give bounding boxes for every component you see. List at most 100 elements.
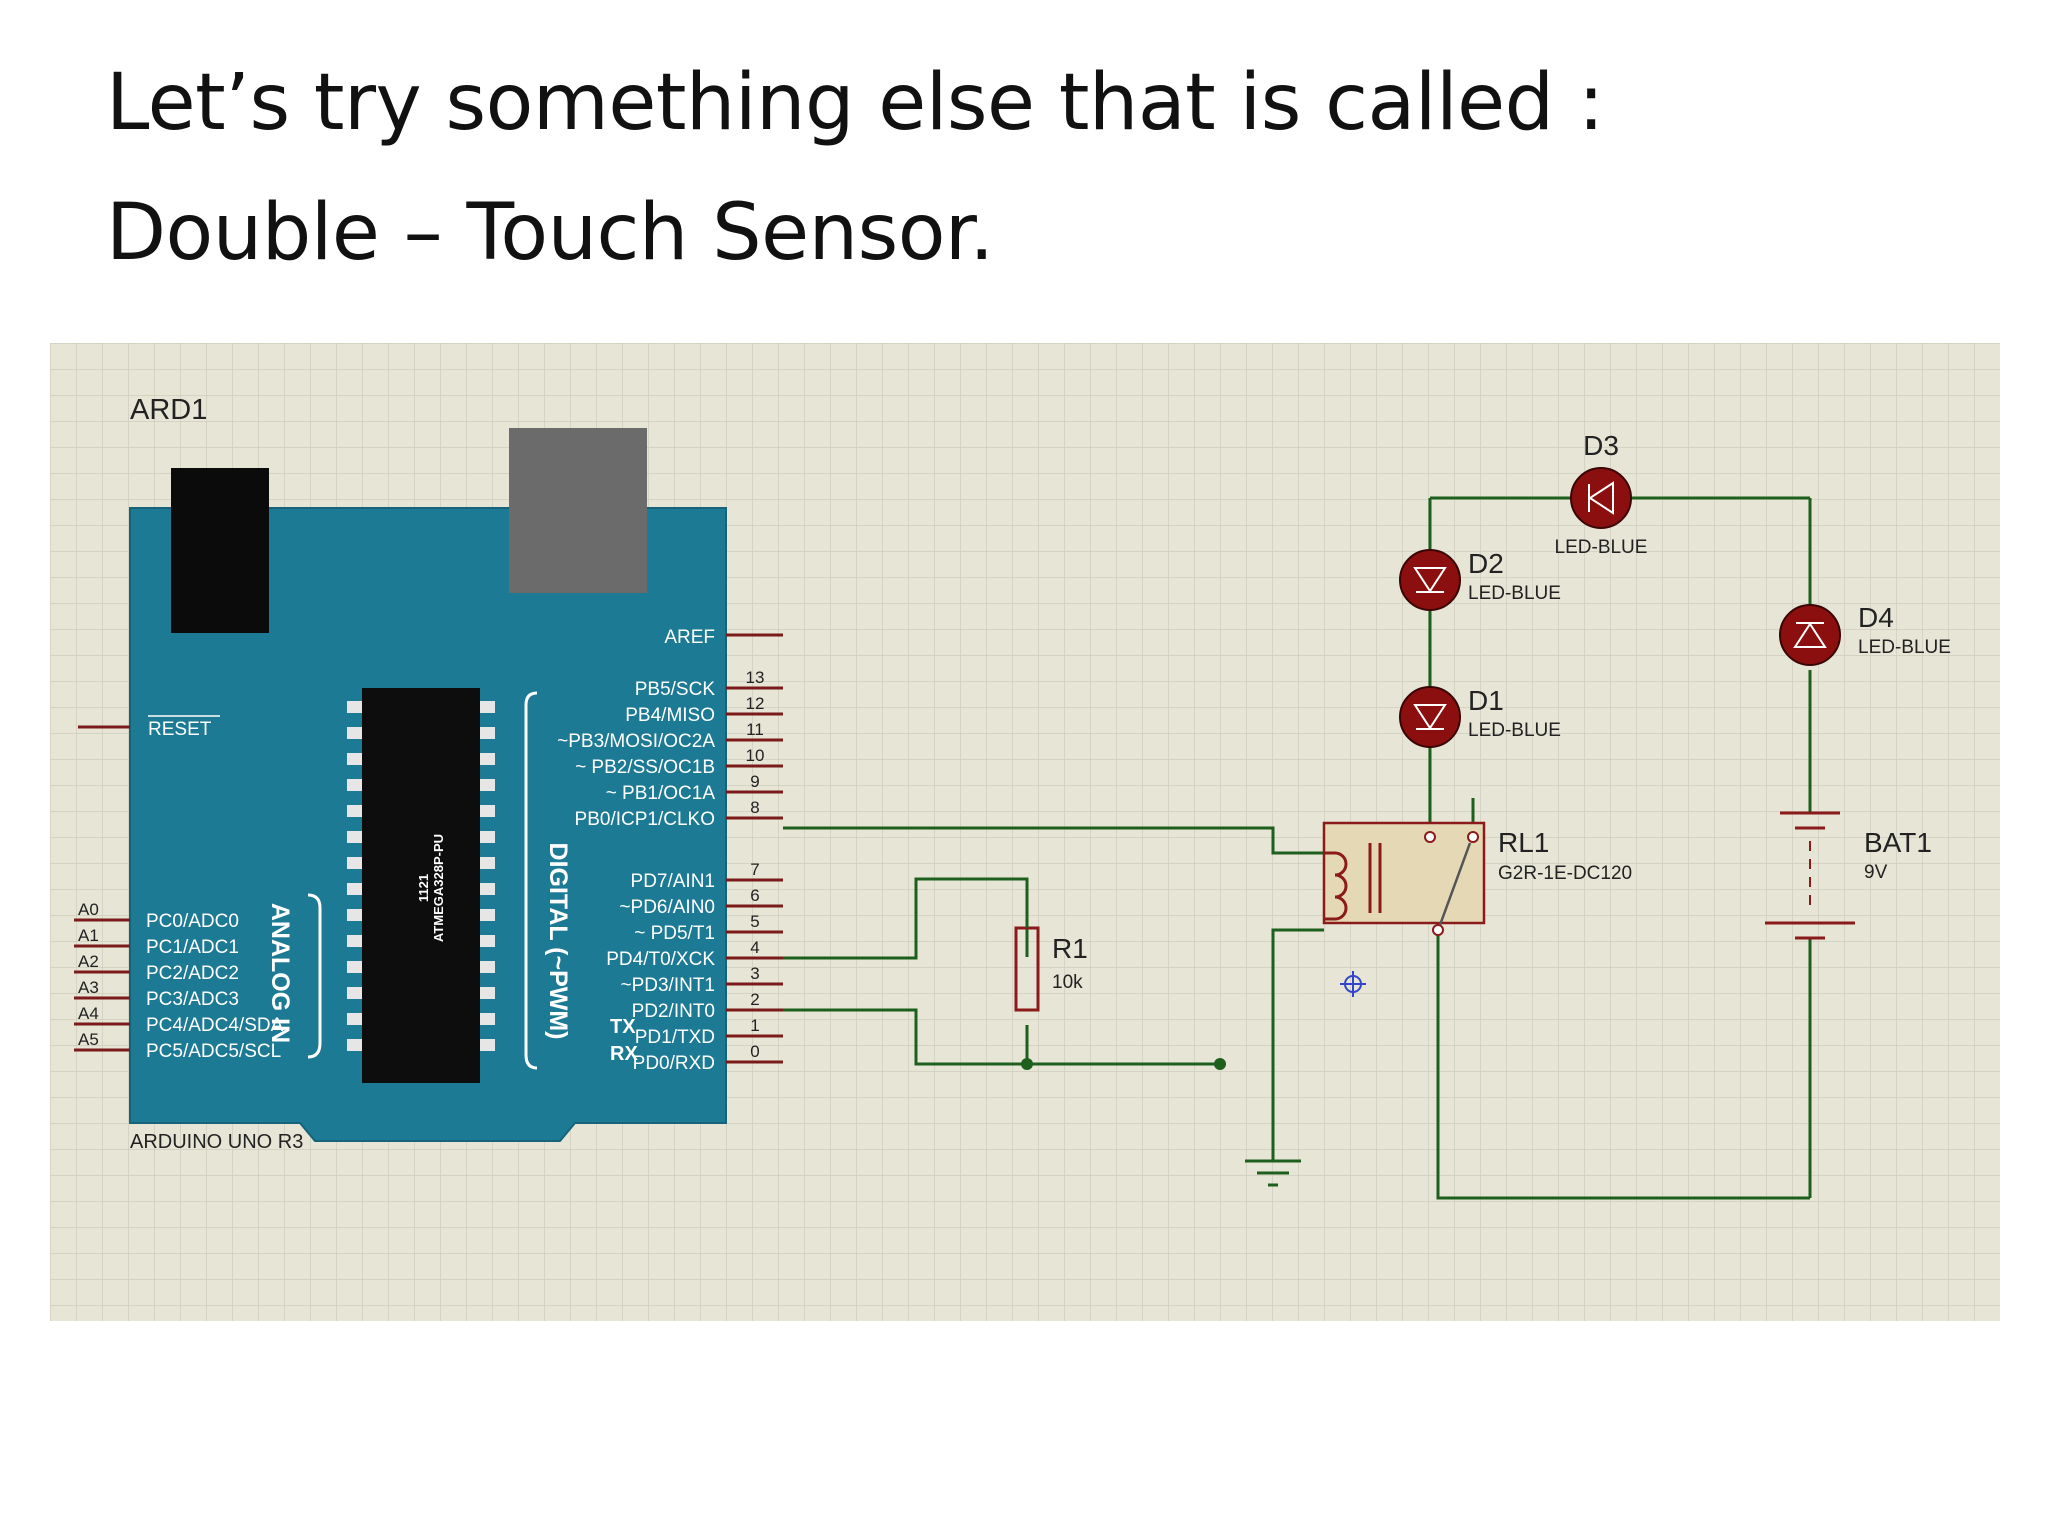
chip-label-2: ATMEGA328P-PU <box>431 834 446 942</box>
digital-pin-label: PD4/T0/XCK <box>606 949 715 970</box>
digital-pin-number: 1 <box>750 1016 759 1035</box>
digital-pin-label: ~PD3/INT1 <box>620 975 715 996</box>
digital-pin-number: 0 <box>750 1042 759 1061</box>
relay-nc-contact <box>1424 831 1436 843</box>
d4-body <box>1779 604 1841 666</box>
relay-value-label: G2R-1E-DC120 <box>1498 863 1632 884</box>
relay-com-contact <box>1432 924 1444 936</box>
d3-ref-label: D3 <box>1583 430 1619 461</box>
tx-label: TX <box>610 1016 636 1038</box>
analog-pin-number: A3 <box>78 978 99 997</box>
schematic-canvas: ARD1 1121 ATMEGA328P-PU ANALO <box>50 343 2000 1321</box>
d3-symbol <box>1588 481 1614 515</box>
d1-value-label: LED-BLUE <box>1468 720 1561 741</box>
digital-pin-number: 9 <box>750 772 759 791</box>
r1-value-label: 10k <box>1052 972 1083 993</box>
digital-pin-label: PB0/ICP1/CLKO <box>575 809 715 830</box>
chip-pins <box>347 701 495 1051</box>
d4-value-label: LED-BLUE <box>1858 637 1951 658</box>
analog-pin-number: A2 <box>78 952 99 971</box>
analog-pins: PC0/ADC0A0PC1/ADC1A1PC2/ADC2A2PC3/ADC3A3… <box>74 900 284 1062</box>
relay-coil <box>1334 851 1348 921</box>
analog-pin-number: A4 <box>78 1004 99 1023</box>
d4-ref-label: D4 <box>1858 602 1894 633</box>
analog-pin-label: PC3/ADC3 <box>146 989 239 1010</box>
atmega-chip <box>362 688 480 1083</box>
digital-pin-number: 6 <box>750 886 759 905</box>
junction-end <box>1214 1058 1226 1070</box>
d2-value-label: LED-BLUE <box>1468 583 1561 604</box>
digital-pin-label: ~PD6/AIN0 <box>619 897 715 918</box>
d2-body <box>1399 549 1461 611</box>
digital-pin-number: 11 <box>746 720 764 739</box>
resistor-r1[interactable]: R1 10k <box>1014 879 1088 1012</box>
arduino-uno[interactable]: ARD1 1121 ATMEGA328P-PU ANALO <box>74 394 783 1153</box>
ground-symbol <box>1245 1159 1301 1187</box>
d1-body <box>1399 686 1461 748</box>
digital-pin-label: PD0/RXD <box>633 1053 715 1074</box>
d4-symbol <box>1793 622 1827 648</box>
digital-pin-label: ~ PB1/OC1A <box>606 783 716 804</box>
digital-pin-number: 4 <box>750 938 759 957</box>
relay-no-contact <box>1467 831 1479 843</box>
d1-symbol <box>1413 704 1447 730</box>
led-d1[interactable]: D1 LED-BLUE <box>1399 685 1561 748</box>
wire-coil-ground <box>1271 928 1324 1161</box>
analog-pin-number: A1 <box>78 926 99 945</box>
relay-body <box>1322 821 1486 925</box>
d2-symbol <box>1413 567 1447 593</box>
analog-pin-label: PC4/ADC4/SDA <box>146 1015 284 1036</box>
analog-pin-label: PC5/ADC5/SCL <box>146 1041 281 1062</box>
digital-pin-label: PB5/SCK <box>635 679 716 700</box>
aref-label: AREF <box>664 627 715 648</box>
crosshair-icon <box>1340 971 1366 997</box>
led-d3[interactable]: D3 LED-BLUE <box>1555 430 1648 558</box>
wire-relay-return <box>1436 935 1810 1200</box>
digital-pin-number: 10 <box>746 746 765 765</box>
led-d2[interactable]: D2 LED-BLUE <box>1399 548 1561 611</box>
digital-pin-label: ~ PD5/T1 <box>634 923 715 944</box>
digital-pin-number: 5 <box>750 912 759 931</box>
battery-bat1[interactable]: BAT1 9V <box>1765 811 1932 940</box>
wire-pin8-coil <box>783 826 1324 855</box>
digital-pin-label: ~ PB2/SS/OC1B <box>575 757 715 778</box>
arduino-ref-label: ARD1 <box>130 394 207 426</box>
digital-pin-label: PD7/AIN1 <box>631 871 715 892</box>
analog-pin-number: A0 <box>78 900 99 919</box>
digital-pwm-label: DIGITAL (~PWM) <box>544 843 572 1040</box>
digital-pin-number: 7 <box>750 860 759 879</box>
led-d4[interactable]: D4 LED-BLUE <box>1779 602 1951 666</box>
bat-ref-label: BAT1 <box>1864 827 1932 858</box>
arduino-name-label: ARDUINO UNO R3 <box>130 1131 303 1153</box>
bat-value-label: 9V <box>1864 862 1888 883</box>
digital-pin-number: 3 <box>750 964 759 983</box>
digital-pin-number: 13 <box>746 668 765 687</box>
analog-pin-number: A5 <box>78 1030 99 1049</box>
r1-ref-label: R1 <box>1052 933 1088 964</box>
wire-pin2-r1 <box>783 1008 1220 1066</box>
d3-value-label: LED-BLUE <box>1555 537 1648 558</box>
digital-pin-label: ~PB3/MOSI/OC2A <box>557 731 715 752</box>
digital-pin-number: 2 <box>750 990 759 1009</box>
analog-in-label: ANALOG IN <box>266 903 294 1043</box>
junction-r1 <box>1021 1058 1033 1070</box>
chip-label-1: 1121 <box>416 874 431 902</box>
usb-connector <box>509 428 647 593</box>
analog-pin-label: PC1/ADC1 <box>146 937 239 958</box>
wires <box>783 496 1812 1200</box>
d3-body <box>1570 467 1632 529</box>
digital-pin-number: 12 <box>746 694 765 713</box>
relay-ref-label: RL1 <box>1498 827 1549 858</box>
digital-pin-label: PD1/TXD <box>635 1027 715 1048</box>
digital-bracket <box>524 691 538 1070</box>
analog-bracket <box>307 893 322 1059</box>
relay-switch-arm <box>1438 842 1472 926</box>
slide-title-line2: Double – Touch Sensor. <box>106 188 994 278</box>
d2-ref-label: D2 <box>1468 548 1504 579</box>
relay-rl1[interactable]: RL1 G2R-1E-DC120 <box>1322 821 1632 936</box>
rx-label: RX <box>610 1043 638 1065</box>
reset-label: RESET <box>148 719 212 740</box>
power-jack <box>171 468 269 633</box>
digital-pin-number: 8 <box>750 798 759 817</box>
